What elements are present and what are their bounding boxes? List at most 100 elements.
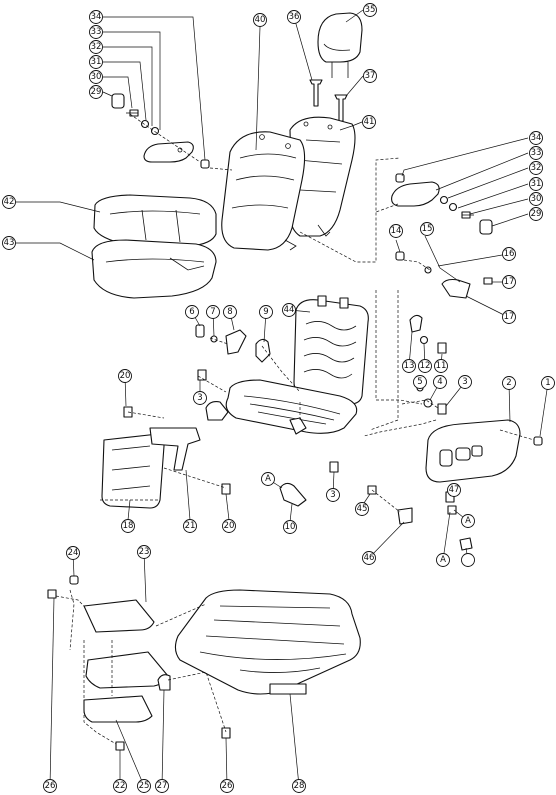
callout-29-left: 29 — [89, 85, 103, 99]
svg-text:12: 12 — [420, 361, 431, 371]
svg-text:7: 7 — [210, 307, 215, 317]
callout-37: 40 — [253, 13, 267, 27]
callout-26-left: 26 — [43, 779, 57, 793]
svg-text:34: 34 — [531, 133, 542, 143]
callout-44: 47 — [447, 483, 461, 497]
callout-20-lower: 20 — [222, 519, 236, 533]
svg-text:23: 23 — [139, 547, 150, 557]
svg-text:3: 3 — [330, 490, 335, 500]
cushion-cover — [93, 194, 217, 247]
svg-text:A: A — [465, 516, 471, 526]
svg-text:1: 1 — [545, 378, 550, 388]
svg-text:A: A — [265, 474, 271, 484]
headrest — [317, 12, 363, 78]
callout-45: A — [436, 553, 450, 567]
svg-text:15: 15 — [422, 224, 433, 234]
svg-text:43: 43 — [4, 238, 15, 248]
callout-31-left: 31 — [89, 55, 103, 69]
svg-text:5: 5 — [417, 377, 422, 387]
seat-frame — [205, 295, 369, 435]
callout-32-right: 32 — [529, 161, 543, 175]
svg-text:27: 27 — [157, 781, 168, 791]
callout-A-upper: A — [261, 472, 275, 486]
svg-text:22: 22 — [115, 781, 126, 791]
svg-text:3: 3 — [462, 377, 467, 387]
callout-30-right: 30 — [529, 192, 543, 206]
svg-text:17: 17 — [504, 277, 515, 287]
svg-text:40: 40 — [255, 15, 266, 25]
callout-4: 3 — [458, 375, 472, 389]
reclining-cover-and-knob — [367, 251, 543, 551]
callout-10: 9 — [259, 305, 273, 319]
callout-23: 23 — [137, 545, 151, 559]
svg-text:16: 16 — [504, 249, 515, 259]
callout-33-left: 33 — [89, 25, 103, 39]
callout-33-right: 33 — [529, 146, 543, 160]
seatback-frame-cover — [289, 116, 356, 237]
svg-text:29: 29 — [531, 209, 542, 219]
callout-26-right: 26 — [220, 779, 234, 793]
callout-15: 14 — [389, 224, 403, 238]
callout-14: 13 — [402, 359, 416, 373]
callout-38: 41 — [362, 115, 376, 129]
svg-text:17: 17 — [504, 312, 515, 322]
callout-2: 2 — [502, 376, 516, 390]
callout-30-left: 30 — [89, 70, 103, 84]
svg-text:37: 37 — [365, 71, 376, 81]
callout-24: 24 — [66, 546, 80, 560]
svg-text:47: 47 — [449, 485, 460, 495]
callout-32-left: 32 — [89, 40, 103, 54]
belt-anchor — [195, 324, 271, 363]
svg-text:32: 32 — [91, 42, 102, 52]
callout-1: 1 — [541, 376, 555, 390]
svg-text:20: 20 — [120, 371, 131, 381]
callout-18: 17 — [502, 310, 516, 324]
svg-text:36: 36 — [289, 12, 300, 22]
svg-text:14: 14 — [391, 226, 402, 236]
callout-22: 22 — [113, 779, 127, 793]
svg-text:9: 9 — [263, 307, 268, 317]
svg-text:30: 30 — [91, 72, 102, 82]
seatback-cover — [221, 131, 306, 251]
svg-text:31: 31 — [91, 57, 102, 67]
svg-text:25: 25 — [139, 781, 150, 791]
svg-text:46: 46 — [364, 553, 375, 563]
callout-36-right: 37 — [363, 69, 377, 83]
seat-track-brackets — [101, 369, 339, 509]
callout-19: 18 — [121, 519, 135, 533]
svg-text:26: 26 — [45, 781, 56, 791]
callout-40: 43 — [2, 236, 16, 250]
svg-text:24: 24 — [68, 548, 79, 558]
svg-text:13: 13 — [404, 361, 415, 371]
callout-47 — [461, 553, 475, 567]
callouts: 34 33 32 31 30 29 40 36 35 37 41 34 33 3… — [2, 3, 555, 793]
callout-34-left: 34 — [89, 10, 103, 24]
svg-text:34: 34 — [91, 12, 102, 22]
svg-text:3: 3 — [197, 393, 202, 403]
callout-11: 10 — [283, 520, 297, 534]
callout-3-lower: 3 — [326, 488, 340, 502]
svg-text:18: 18 — [123, 521, 134, 531]
callout-43: 46 — [362, 551, 376, 565]
svg-text:A: A — [440, 555, 446, 565]
svg-text:44: 44 — [284, 305, 295, 315]
svg-text:2: 2 — [506, 378, 511, 388]
callout-9: 8 — [223, 305, 237, 319]
svg-text:8: 8 — [227, 307, 232, 317]
callout-5: 4 — [433, 375, 447, 389]
callout-12: 11 — [434, 359, 448, 373]
callout-3-upper: 3 — [193, 391, 207, 405]
callout-34-right: 34 — [529, 131, 543, 145]
svg-text:30: 30 — [531, 194, 542, 204]
headrest-guides — [309, 79, 348, 122]
svg-text:28: 28 — [294, 781, 305, 791]
callout-35: 35 — [363, 3, 377, 17]
svg-text:33: 33 — [91, 27, 102, 37]
callout-7: 6 — [185, 305, 199, 319]
svg-text:26: 26 — [222, 781, 233, 791]
svg-text:31: 31 — [531, 179, 542, 189]
callout-42: 45 — [355, 502, 369, 516]
upper-left-hardware — [111, 93, 210, 169]
assembly-lines — [55, 113, 535, 745]
